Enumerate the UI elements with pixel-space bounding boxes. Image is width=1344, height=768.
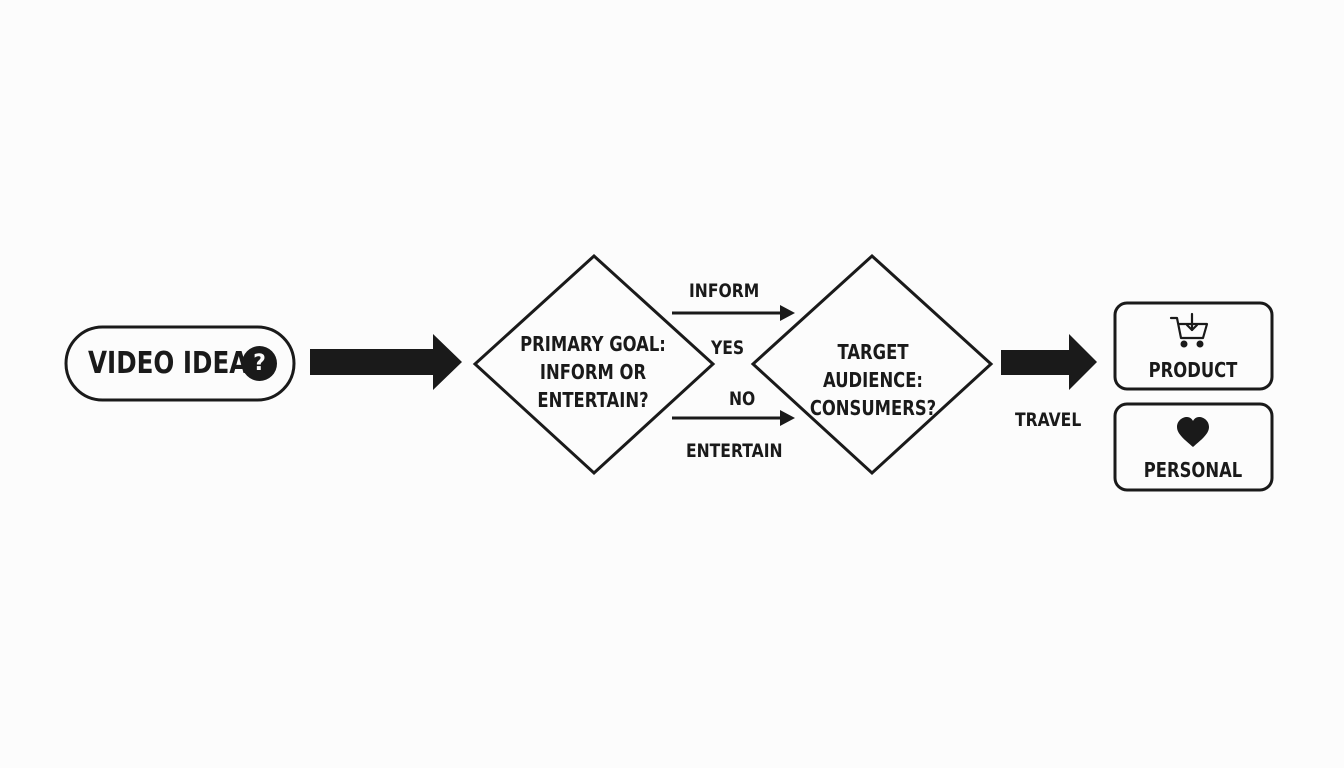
edge-label-travel: TRAVEL [1015, 409, 1082, 431]
start-node-label: VIDEO IDEA [88, 346, 249, 381]
edge-label-entertain: ENTERTAIN [686, 440, 783, 462]
arrow-start-to-goal [310, 334, 462, 390]
arrow-inform [672, 305, 795, 321]
arrow-entertain [672, 410, 795, 426]
decision-goal-node[interactable] [472, 253, 716, 476]
heart-icon [1177, 417, 1209, 447]
arrow-audience-to-outcomes [1001, 334, 1097, 390]
outcome-product-label: PRODUCT [1148, 358, 1238, 382]
outcome-personal-label: PERSONAL [1143, 458, 1243, 482]
edge-label-yes: YES [711, 337, 745, 359]
edge-label-no: NO [729, 388, 756, 410]
shopping-cart-icon [1169, 312, 1209, 348]
outcome-personal-box[interactable] [1113, 402, 1274, 492]
decision-audience-node[interactable] [750, 253, 994, 476]
outcome-product-box[interactable] [1113, 301, 1274, 391]
start-node[interactable] [64, 325, 296, 402]
decision-goal-label: PRIMARY GOAL: INFORM OR ENTERTAIN? [520, 332, 666, 412]
edge-label-inform: INFORM [689, 280, 760, 302]
decision-audience-label: TARGET AUDIENCE: CONSUMERS? [809, 340, 937, 420]
question-badge-icon: ? [242, 346, 277, 381]
